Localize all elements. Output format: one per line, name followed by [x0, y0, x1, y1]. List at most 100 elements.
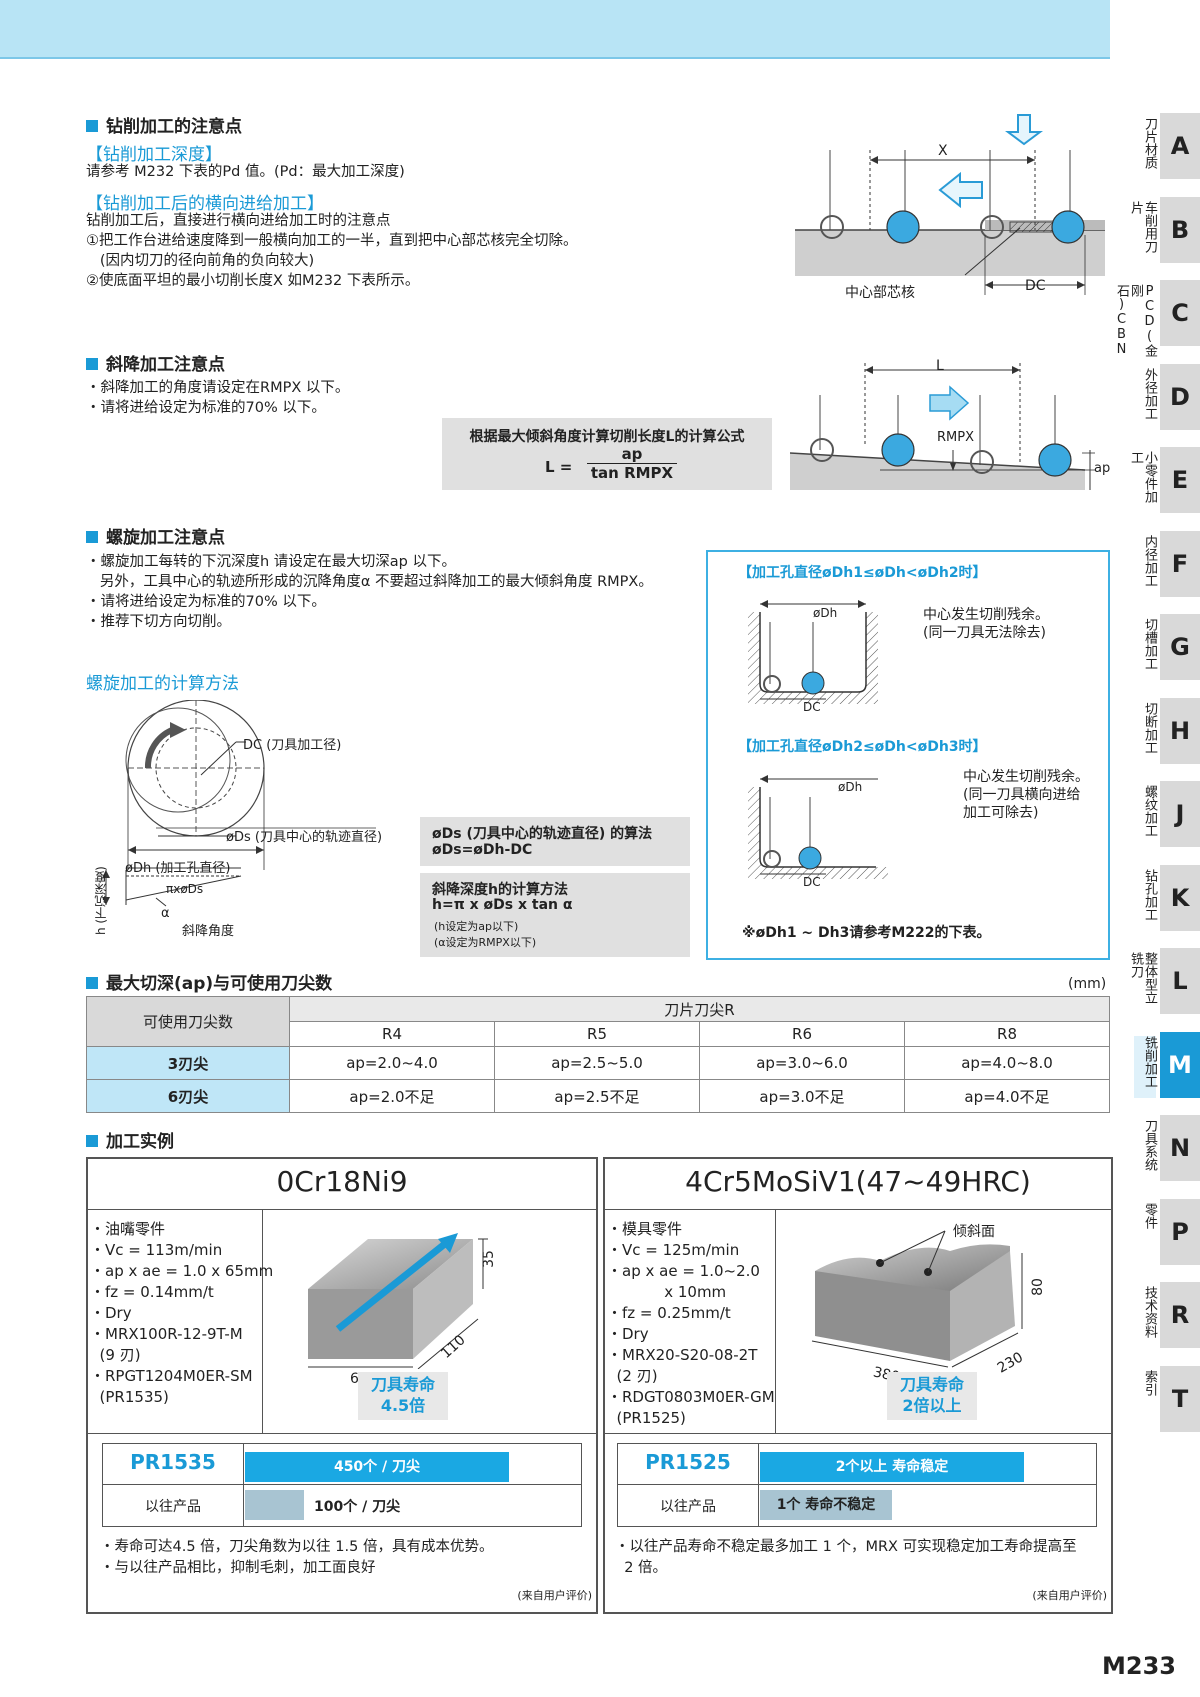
lateral-line-3: (因内切刀的径向前角的负向较大) [86, 253, 315, 269]
card2-incline: 倾斜面 [953, 1224, 995, 1240]
side-tab-g[interactable]: G [1160, 614, 1200, 680]
card2-prev: 以往产品 [660, 1499, 716, 1515]
card1-life-l1: 刀具寿命 [370, 1375, 435, 1394]
case1-diagram [748, 600, 878, 704]
header-group: 刀片刀尖R [289, 996, 1110, 1022]
side-tab-p[interactable]: P [1160, 1199, 1200, 1265]
card2-prod-bar: 2个以上 寿命稳定 [760, 1452, 1024, 1482]
side-tab-f[interactable]: F [1160, 531, 1200, 597]
side-tab-label-c[interactable]: PCD(金刚石)CBN [1114, 284, 1157, 357]
case1-dh: øDh [813, 606, 838, 620]
case1-title: 【加工孔直径øDh1≤øDh<øDh2时】 [738, 565, 987, 581]
helical-calc-heading: 螺旋加工的计算方法 [86, 674, 239, 694]
side-tab-label-h[interactable]: 切断加工 [1142, 702, 1157, 754]
drill-depth-heading: 【钻削加工深度】 [86, 145, 222, 165]
table-unit: (mm) [1068, 976, 1107, 992]
case2-note: 中心发生切削残余。 (同一刀具横向进给 加工可除去) [963, 769, 1089, 821]
side-tab-e[interactable]: E [1160, 447, 1200, 513]
card2-life-badge: 刀具寿命 2倍以上 [887, 1372, 977, 1420]
side-tab-c[interactable]: C [1160, 280, 1200, 346]
section-title-helical: 螺旋加工注意点 [86, 523, 225, 548]
table-row: 3刃尖 ap=2.0~4.0 ap=2.5~5.0 ap=3.0~6.0 ap=… [86, 1046, 1110, 1080]
side-tab-label-m[interactable]: 铣削加工 [1134, 1036, 1157, 1098]
formula-numerator: ap [587, 445, 677, 464]
section-title-max-ap: 最大切深(ap)与可使用刀尖数 [86, 969, 332, 994]
side-tab-t[interactable]: T [1160, 1366, 1200, 1432]
side-tab-k[interactable]: K [1160, 865, 1200, 931]
case2-dc: DC [803, 875, 821, 889]
side-tab-label-d[interactable]: 外径加工 [1142, 368, 1157, 420]
formula-lhs: L = [545, 458, 573, 476]
card2-compare: PR1525 2个以上 寿命稳定 以往产品 1个 寿命不稳定 [617, 1443, 1097, 1527]
side-tab-b[interactable]: B [1160, 197, 1200, 263]
side-tab-label-p[interactable]: 零件 [1142, 1203, 1157, 1229]
example-card-1: 0Cr18Ni9 ・油嘴零件 ・Vc = 113m/min ・ap x ae =… [86, 1157, 598, 1614]
card1-compare: PR1535 450个 / 刀尖 以往产品 100个 / 刀尖 [102, 1443, 582, 1527]
side-tab-label-a[interactable]: 刀片材质 [1142, 117, 1157, 169]
side-tab-label-e[interactable]: 小零件加工 [1128, 451, 1157, 503]
side-tab-label-f[interactable]: 内径加工 [1142, 535, 1157, 587]
h-note-2: (α设定为RMPX以下) [434, 936, 537, 949]
lateral-line-4: ②使底面平坦的最小切削长度X 如M232 下表所示。 [86, 273, 420, 289]
table-cell: ap=2.5~5.0 [494, 1046, 700, 1080]
side-tab-r[interactable]: R [1160, 1282, 1200, 1348]
side-tab-label-k[interactable]: 钻孔加工 [1142, 869, 1157, 921]
side-tab-d[interactable]: D [1160, 364, 1200, 430]
card2-source: (来自用户评价) [1032, 1589, 1107, 1602]
side-tab-a[interactable]: A [1160, 113, 1200, 179]
fig-dc-label: DC [1025, 278, 1046, 294]
card1-prod-bar: 450个 / 刀尖 [245, 1452, 509, 1482]
ramp-line-2: ・请将进给设定为标准的70% 以下。 [86, 400, 326, 416]
fig-ap-label: ap [1094, 461, 1111, 476]
card1-title: 0Cr18Ni9 [276, 1165, 408, 1198]
side-tab-h[interactable]: H [1160, 698, 1200, 764]
table-cell: ap=3.0~6.0 [699, 1046, 905, 1080]
card2-life-l1: 刀具寿命 [899, 1375, 964, 1394]
fig-angle-label: 斜降角度 [182, 924, 235, 939]
lateral-feed-heading: 【钻削加工后的横向进给加工】 [86, 194, 324, 214]
formula-denominator: tan RMPX [590, 464, 674, 482]
side-tab-m[interactable]: M [1160, 1032, 1200, 1098]
fig-ds-label: øDs (刀具中心的轨迹直径) [226, 830, 383, 845]
section-title-drilling: 钻削加工的注意点 [86, 112, 242, 137]
h-formula: h=π x øDs x tan α [432, 897, 573, 913]
card1-life-l2: 4.5倍 [380, 1396, 426, 1415]
side-tab-label-b[interactable]: 车削用刀片 [1128, 201, 1157, 253]
side-tab-label-j[interactable]: 螺纹加工 [1142, 785, 1157, 837]
drilling-diagram [795, 114, 1105, 295]
helical-line-4: ・推荐下切方向切削。 [86, 614, 231, 630]
helical-line-1: ・螺旋加工每转的下沉深度h 请设定在最大切深ap 以下。 [86, 554, 456, 570]
table-row: 6刃尖 ap=2.0不足 ap=2.5不足 ap=3.0不足 ap=4.0不足 [86, 1079, 1110, 1113]
card2-title: 4Cr5MoSiV1(47~49HRC) [685, 1165, 1031, 1198]
card2-life-l2: 2倍以上 [902, 1396, 962, 1415]
side-tab-label-g[interactable]: 切槽加工 [1142, 618, 1157, 670]
side-tab-label-l[interactable]: 整体型立铣刀 [1128, 952, 1157, 1004]
case2-diagram [748, 775, 888, 879]
hole-diameter-box: 【加工孔直径øDh1≤øDh<øDh2时】 øDh 中心发生切削残余。 (同一刀… [706, 550, 1110, 960]
card1-life-badge: 刀具寿命 4.5倍 [358, 1372, 448, 1420]
ds-formula-title: øDs (刀具中心的轨迹直径) 的算法 [432, 826, 653, 842]
side-tab-label-n[interactable]: 刀具系统 [1142, 1119, 1157, 1171]
drill-depth-text: 请参考 M232 下表的Pd 值。(Pd：最大加工深度) [86, 164, 405, 180]
side-tab-j[interactable]: J [1160, 781, 1200, 847]
side-tab-l[interactable]: L [1160, 948, 1200, 1014]
row-label: 6刃尖 [86, 1079, 290, 1113]
helical-calc-diagram [102, 700, 376, 907]
top-banner [0, 0, 1110, 59]
max-ap-table: 可使用刀尖数 刀片刀尖R R4 R5 R6 R8 3刃尖 ap=2.0~4.0 … [86, 996, 1110, 1113]
fig-rmpx-label: RMPX [937, 430, 974, 445]
table-cell: ap=2.0不足 [289, 1079, 495, 1113]
table-cell: ap=2.0~4.0 [289, 1046, 495, 1080]
ds-formula: øDs=øDh-DC [432, 842, 533, 858]
col-r8: R8 [904, 1021, 1110, 1047]
ramping-diagram [790, 363, 1095, 490]
example-card-2: 4Cr5MoSiV1(47~49HRC) ・模具零件 ・Vc = 125m/mi… [603, 1157, 1113, 1614]
side-tab-label-r[interactable]: 技术资料 [1142, 1286, 1157, 1338]
card1-source: (来自用户评价) [517, 1589, 592, 1602]
side-tab-label-t[interactable]: 索引 [1142, 1370, 1157, 1396]
table-cell: ap=4.0不足 [904, 1079, 1110, 1113]
fig-core-label: 中心部芯核 [845, 285, 915, 301]
side-tab-n[interactable]: N [1160, 1115, 1200, 1181]
card1-workpiece [308, 1233, 488, 1369]
case2-title: 【加工孔直径øDh2≤øDh<øDh3时】 [738, 739, 987, 755]
